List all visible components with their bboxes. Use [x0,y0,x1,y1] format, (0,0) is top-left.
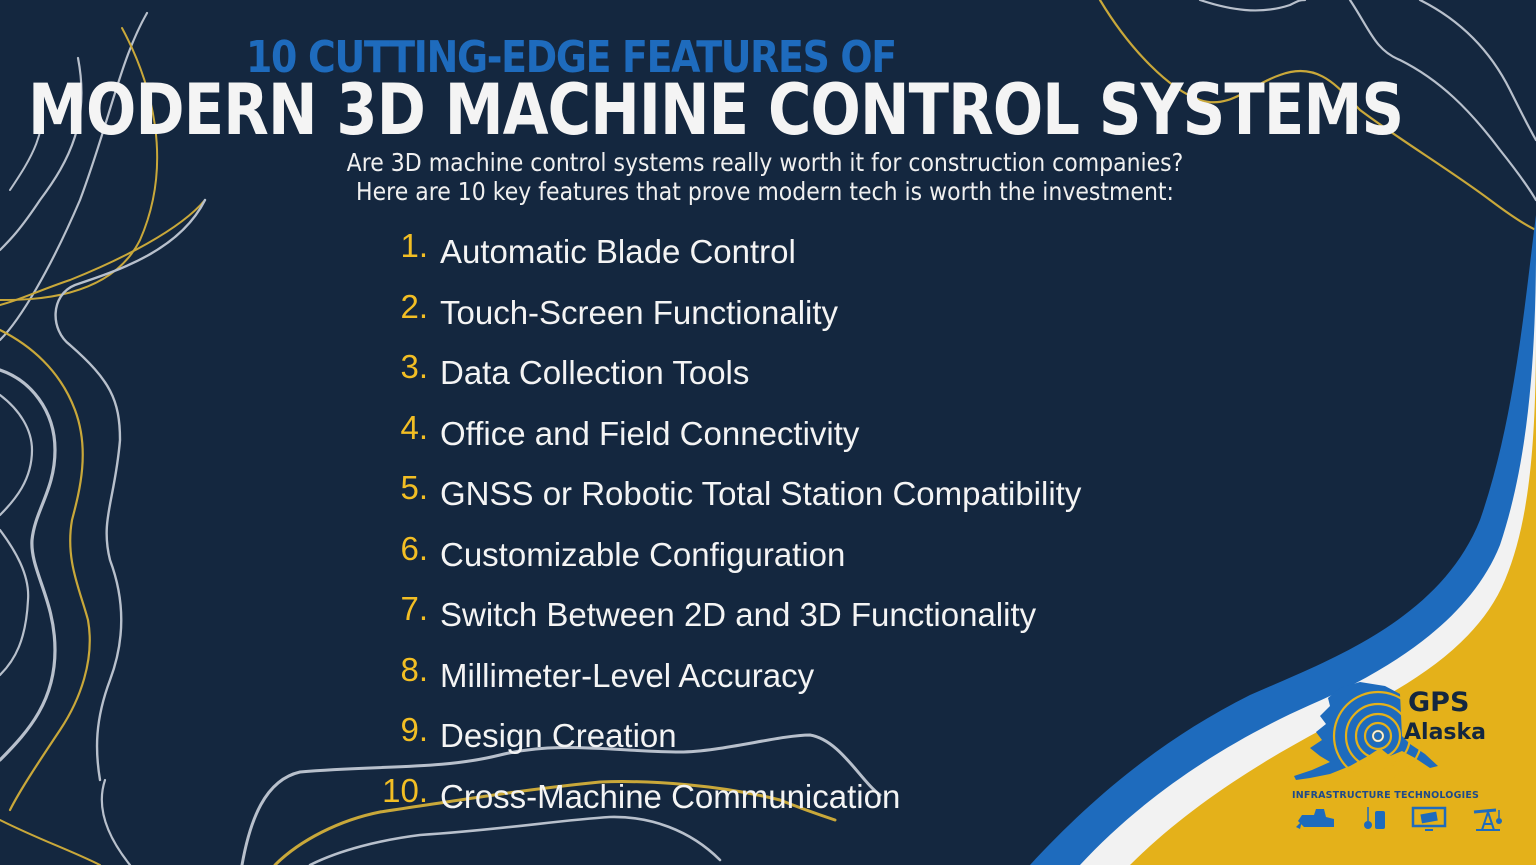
feature-label: GNSS or Robotic Total Station Compatibil… [440,475,1082,513]
feature-number: 10. [382,771,428,809]
feature-number: 5. [400,469,428,507]
logo-icons [1294,806,1504,836]
feature-label: Customizable Configuration [440,535,846,573]
feature-number: 3. [400,348,428,386]
feature-number: 6. [400,529,428,567]
feature-label: Cross-Machine Communication [440,777,901,815]
feature-item-8: 8. Millimeter-Level Accuracy [360,646,1260,707]
feature-number: 7. [400,590,428,628]
feature-item-5: 5. GNSS or Robotic Total Station Compatib… [360,464,1260,525]
feature-item-9: 9. Design Creation [360,706,1260,767]
logo-text-gps: GPS [1408,687,1470,718]
feature-number: 1. [400,227,428,265]
logo-text-alaska: Alaska [1404,720,1486,745]
gps-alaska-logo: GPS Alaska INFRASTRUCTURE TECHNOLOGIES [1290,676,1510,846]
page-title: MODERN 3D MACHINE CONTROL SYSTEMS [28,69,1404,151]
feature-label: Touch-Screen Functionality [440,293,839,331]
feature-item-2: 2. Touch-Screen Functionality [360,283,1260,344]
eyebrow-heading: 10 CUTTING-EDGE FEATURES OF [246,32,897,83]
feature-item-10: 10. Cross-Machine Communication [360,767,1260,828]
feature-item-1: 1. Automatic Blade Control [360,222,1260,283]
feature-item-4: 4. Office and Field Connectivity [360,404,1260,465]
monitor-icon [1411,806,1447,836]
feature-number: 2. [400,287,428,325]
feature-label: Design Creation [440,717,677,755]
feature-label: Switch Between 2D and 3D Functionality [440,596,1037,634]
bulldozer-icon [1294,807,1338,835]
feature-number: 8. [400,650,428,688]
feature-item-6: 6. Customizable Configuration [360,525,1260,586]
feature-label: Automatic Blade Control [440,233,796,271]
total-station-icon [1363,805,1387,837]
subtitle: Are 3D machine control systems really wo… [230,148,1300,206]
logo-tagline: INFRASTRUCTURE TECHNOLOGIES [1292,790,1480,801]
feature-list: 1. Automatic Blade Control 2. Touch-Screen… [360,222,1260,827]
oil-pump-jack-icon [1472,806,1504,836]
feature-label: Office and Field Connectivity [440,414,860,452]
feature-label: Millimeter-Level Accuracy [440,656,815,694]
feature-number: 4. [400,408,428,446]
feature-label: Data Collection Tools [440,354,750,392]
subtitle-line-1: Are 3D machine control systems really wo… [346,148,1184,177]
feature-item-7: 7. Switch Between 2D and 3D Functionality [360,585,1260,646]
subtitle-line-2: Here are 10 key features that prove mode… [356,177,1174,206]
feature-item-3: 3. Data Collection Tools [360,343,1260,404]
feature-number: 9. [400,711,428,749]
alaska-map-icon [1294,682,1438,782]
